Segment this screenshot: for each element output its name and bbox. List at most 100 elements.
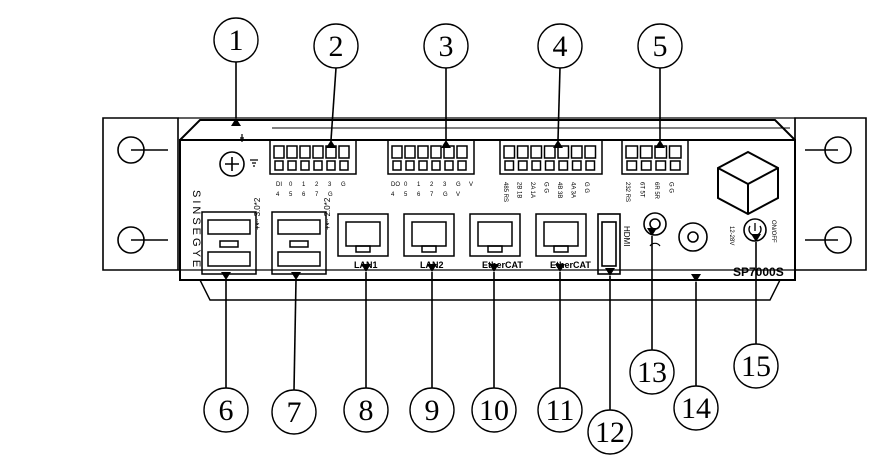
terminal-pin — [430, 145, 442, 159]
terminal-block-rs232 — [621, 139, 689, 175]
callout-number: 3 — [439, 30, 454, 63]
ground-screw-icon — [219, 134, 258, 177]
terminal-label: 5 — [404, 192, 408, 198]
terminal-pin-slot — [287, 160, 297, 171]
terminal-pin — [584, 145, 597, 159]
terminal-label: 4B 3B — [556, 182, 562, 198]
terminal-pin-slot — [444, 160, 454, 171]
terminal-label: V — [456, 192, 460, 198]
terminal-pin-slot — [431, 160, 441, 171]
onoff-label: ON/OFF — [770, 220, 776, 243]
callout-13: 13 — [629, 228, 675, 395]
callout-6: 6 — [203, 272, 249, 433]
terminal-pin-slot — [313, 160, 323, 171]
callout-number: 11 — [546, 394, 575, 427]
terminal-label: 2 — [430, 182, 434, 188]
terminal-pin — [625, 145, 639, 159]
terminal-pin — [391, 145, 403, 159]
terminal-label: 2 — [315, 182, 319, 188]
ethercat2-port[interactable] — [535, 213, 587, 257]
terminal-label: 6 — [302, 192, 306, 198]
terminal-label: 6 — [417, 192, 421, 198]
terminal-label: V — [469, 182, 473, 188]
callout-number: 4 — [553, 30, 568, 63]
terminal-label: 7 — [430, 192, 434, 198]
terminal-pin-slot — [585, 160, 596, 171]
usb-ports-2[interactable] — [271, 211, 327, 275]
terminal-pin — [404, 145, 416, 159]
terminal-pin-slot — [274, 160, 284, 171]
callout-9: 9 — [409, 264, 455, 433]
terminal-label: G G — [583, 182, 589, 193]
terminal-label: G G — [668, 182, 674, 193]
model-label: SP7000S — [733, 265, 784, 279]
terminal-pin — [570, 145, 583, 159]
terminal-label: G G — [543, 182, 549, 193]
callout-arrow — [293, 279, 297, 391]
usb-2-label: +⇠ 2.0*2 — [323, 197, 332, 230]
terminal-pin-slot — [571, 160, 582, 171]
terminal-pin — [456, 145, 468, 159]
terminal-label: DO — [391, 182, 400, 188]
callout-4: 4 — [537, 23, 583, 148]
callout-number: 5 — [653, 30, 668, 63]
callout-3: 3 — [423, 23, 469, 148]
arrow-head-icon — [361, 264, 371, 272]
terminal-pin-slot — [544, 160, 555, 171]
lan2-port[interactable] — [403, 213, 455, 257]
terminal-pin — [543, 145, 556, 159]
callout-number: 2 — [329, 30, 344, 63]
arrow-head-icon — [751, 234, 761, 242]
callout-number: 7 — [287, 396, 302, 429]
arrow-head-icon — [326, 140, 336, 148]
terminal-pin-slot — [457, 160, 467, 171]
terminal-pin — [503, 145, 516, 159]
lan1-port[interactable] — [337, 213, 389, 257]
brand-text: SINSEGYE — [190, 190, 202, 270]
hdmi-label: HDMI — [622, 226, 631, 246]
callout-number: 12 — [595, 416, 625, 449]
arrow-head-icon — [441, 140, 451, 148]
callout-11: 11 — [537, 264, 583, 433]
ethercat1-label: EtherCAT — [482, 260, 523, 270]
terminal-pin-slot — [640, 160, 652, 171]
terminal-label: 4 — [391, 192, 395, 198]
power-connector[interactable] — [678, 222, 708, 252]
headphone-icon — [649, 242, 661, 247]
callout-arrow — [330, 67, 337, 141]
terminal-pin-slot — [504, 160, 515, 171]
logo-icon — [717, 150, 779, 216]
terminal-block-rs485 — [499, 139, 603, 175]
arrow-head-icon — [553, 140, 563, 148]
audio-jack[interactable] — [643, 212, 667, 236]
terminal-label: 4 — [276, 192, 280, 198]
terminal-pin — [530, 145, 543, 159]
terminal-pin — [338, 145, 350, 159]
terminal-pin — [516, 145, 529, 159]
terminal-label: G — [443, 192, 448, 198]
terminal-pin — [668, 145, 682, 159]
callout-number: 15 — [741, 350, 771, 383]
terminal-pin-slot — [558, 160, 569, 171]
mounting-slot-icon — [117, 136, 852, 254]
terminal-label: 485 RS — [502, 182, 508, 202]
terminal-label: 2B 1B — [516, 182, 522, 198]
arrow-head-icon — [655, 140, 665, 148]
terminal-label: 7 — [315, 192, 319, 198]
terminal-label: 4A 3A — [570, 182, 576, 198]
usb-ports-3[interactable] — [201, 211, 257, 275]
terminal-label: DI — [276, 182, 282, 188]
callout-number: 8 — [359, 394, 374, 427]
arrow-head-icon — [427, 264, 437, 272]
callout-5: 5 — [637, 23, 683, 148]
terminal-label: G — [328, 192, 333, 198]
hdmi-port[interactable] — [597, 213, 621, 275]
ethercat1-port[interactable] — [469, 213, 521, 257]
terminal-label: 6R 5R — [653, 182, 659, 200]
terminal-label: 3 — [328, 182, 332, 188]
